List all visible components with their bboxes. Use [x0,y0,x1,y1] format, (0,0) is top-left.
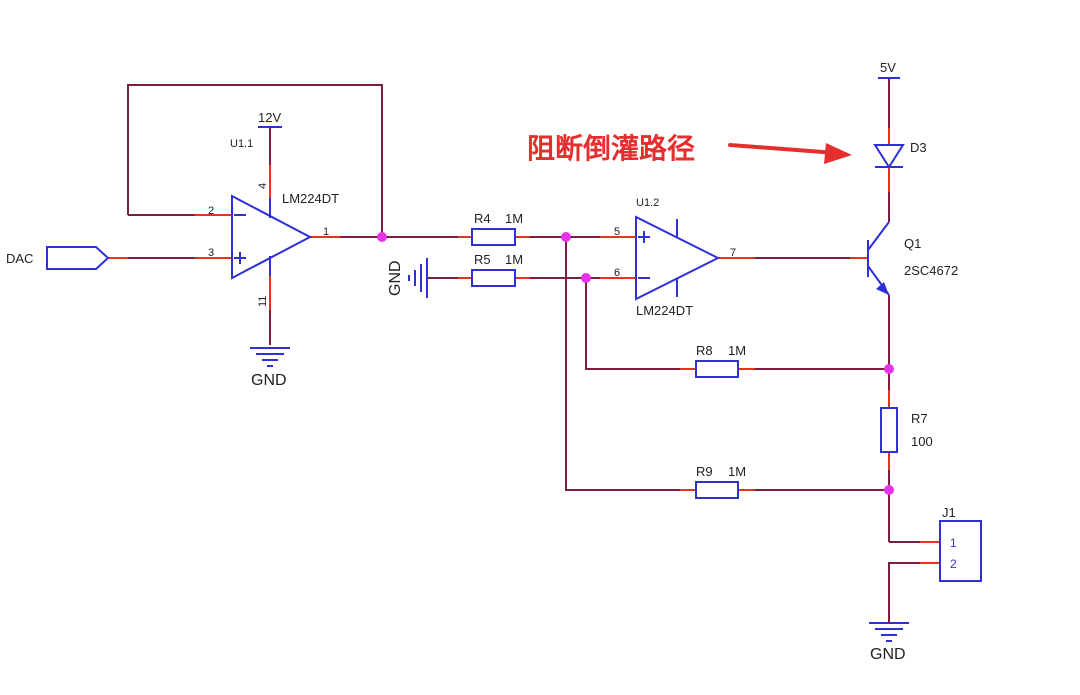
junction-r9 [884,485,894,495]
r5-ref: R5 [474,252,491,267]
r8-value: 1M [728,343,746,358]
annotation: 阻断倒灌路径 [527,132,852,164]
q1-ref: Q1 [904,236,921,251]
r9-ref: R9 [696,464,713,479]
j1-ref: J1 [942,505,956,520]
wire-r8-left [585,278,696,370]
gnd-symbol-2: GND [387,258,428,298]
junctions [377,232,894,495]
junction-u11-out [377,232,387,242]
power-12v: 12V [258,110,282,128]
u1-2-opamp: U1.2 LM224DT 5 6 7 [614,197,736,318]
q1-collector [867,221,890,251]
gnd-symbol-1: GND [250,347,290,389]
u1-1-pin-out: 1 [323,226,329,238]
resistor-r9: R9 1M [695,464,746,499]
wire-r9-left [565,237,696,491]
annotation-text: 阻断倒灌路径 [527,132,695,164]
dac-port-shape [46,246,110,270]
d3-triangle [873,144,905,169]
junction-r8 [884,364,894,374]
r7-value: 100 [911,434,933,449]
u1-2-part: LM224DT [636,303,693,318]
u1-1-part: LM224DT [282,191,339,206]
q1-part: 2SC4672 [904,263,958,278]
u1-1-pin-minus: 2 [208,205,214,217]
dac-label: DAC [6,251,33,266]
j1-pin2: 2 [950,557,957,571]
u1-2-pin-out: 7 [730,247,736,259]
r8-ref: R8 [696,343,713,358]
pin-stubs [108,128,940,564]
r4-ref: R4 [474,211,491,226]
u1-2-pin-plus: 5 [614,226,620,238]
gnd1-label: GND [251,372,287,389]
dac-port: DAC [6,246,110,270]
u1-1-pin-plus: 3 [208,247,214,259]
annotation-arrow-head [824,143,852,164]
power-5v: 5V [878,60,900,79]
power-12v-label: 12V [258,110,281,125]
gnd3-label: GND [870,646,906,663]
r4-value: 1M [505,211,523,226]
diode-d3: D3 [873,140,927,169]
u1-1-opamp: U1.1 LM224DT 2 3 1 4 11 [208,138,339,307]
annotation-arrow-shaft [728,143,838,155]
d3-ref: D3 [910,140,927,155]
u1-1-ref: U1.1 [230,138,253,150]
power-5v-label: 5V [880,60,896,75]
transistor-q1: Q1 2SC4672 [867,221,958,296]
r7-ref: R7 [911,411,928,426]
u1-1-pin-vcc: 4 [257,183,269,189]
resistor-r7: R7 100 [880,407,933,453]
wire-j1-gnd [888,562,920,610]
resistor-r4: R4 1M [471,211,523,246]
u1-1-pin-gnd: 11 [257,296,269,307]
u1-2-ref: U1.2 [636,197,659,209]
r5-value: 1M [505,252,523,267]
resistor-r8: R8 1M [695,343,746,378]
resistor-r5: R5 1M [471,252,523,287]
u1-2-pin-minus: 6 [614,267,620,279]
gnd-symbol-3: GND [869,610,909,663]
feedback-wire [127,84,383,237]
wires [108,78,920,610]
connector-j1: J1 1 2 [939,505,982,582]
j1-pin1: 1 [950,536,957,550]
junction-pin6 [581,273,591,283]
r9-value: 1M [728,464,746,479]
gnd2-label: GND [387,260,404,296]
q1-emitter-arrow [876,282,889,295]
junction-pin5 [561,232,571,242]
